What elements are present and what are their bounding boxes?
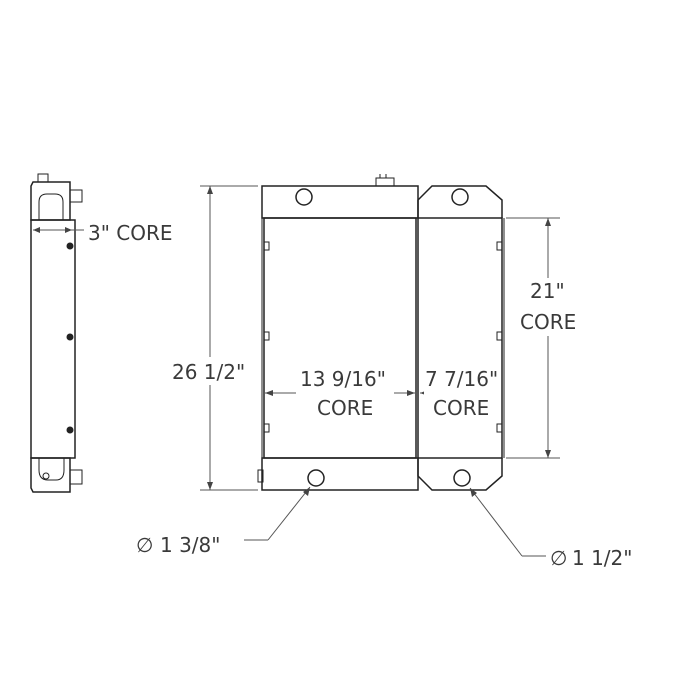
height-dimension: 26 1/2" — [168, 185, 258, 491]
side-top-nozzle — [69, 189, 83, 203]
cooler-height-word: CORE — [520, 310, 576, 334]
cooler-front-view: 7 7/16" CORE — [417, 185, 505, 491]
outlet-callout-left: ∅ 1 3/8" — [136, 486, 311, 557]
mount-tab — [263, 331, 270, 341]
side-top-cap — [37, 173, 49, 183]
label-mask — [296, 366, 394, 420]
side-view: 3" CORE — [30, 173, 173, 493]
arrowhead — [545, 450, 551, 458]
mount-tab — [496, 331, 503, 341]
arrowhead — [407, 390, 415, 396]
arrowhead — [33, 227, 40, 233]
arrowhead — [303, 487, 310, 496]
side-top-port — [38, 193, 64, 220]
arrowhead — [470, 488, 477, 497]
cooler-top-tank — [417, 185, 503, 218]
radiator-core-word: CORE — [317, 396, 373, 420]
cooler-height-label: 21" — [530, 279, 565, 303]
leader-line — [469, 487, 523, 557]
cooler-bottom-tank — [417, 458, 503, 491]
radiator-front-view: 13 9/16" CORE — [257, 174, 419, 491]
radiator-top-tank — [261, 185, 419, 219]
diameter-symbol: ∅ — [550, 546, 567, 570]
label-mask — [168, 357, 252, 385]
cooler-core-word: CORE — [433, 396, 489, 420]
leader-line — [267, 486, 311, 541]
label-mask — [516, 278, 580, 336]
cooler-outlet-port — [453, 469, 471, 487]
radiator-top-port — [295, 188, 313, 206]
mount-tab — [496, 423, 503, 433]
side-bolt — [66, 242, 74, 250]
arrowhead — [265, 390, 273, 396]
radiator-core-width-label: 13 9/16" — [300, 367, 386, 391]
cooler-top-port — [451, 188, 469, 206]
mount-tab — [496, 241, 503, 251]
height-label: 26 1/2" — [172, 360, 245, 384]
arrowhead — [207, 482, 213, 490]
side-bottom-nozzle — [69, 469, 83, 485]
arrowhead — [207, 186, 213, 194]
outlet-diameter-left-label: 1 3/8" — [160, 533, 220, 557]
cooler-height-dimension: 21" CORE — [506, 217, 580, 459]
cooler-core-width-label: 7 7/16" — [425, 367, 498, 391]
arrowhead — [545, 218, 551, 226]
arrowhead — [65, 227, 72, 233]
side-bolt — [66, 426, 74, 434]
radiator-fill-cap — [375, 177, 395, 187]
side-top-tank — [30, 181, 71, 221]
radiator-core — [263, 217, 417, 459]
outlet-diameter-right-label: 1 1/2" — [572, 546, 632, 570]
diameter-symbol: ∅ — [136, 533, 153, 557]
side-drain-plug — [42, 472, 50, 480]
label-mask — [424, 366, 500, 420]
mount-tab — [263, 241, 270, 251]
outlet-callout-right: ∅ 1 1/2" — [469, 487, 632, 570]
radiator-bottom-tank — [261, 457, 419, 491]
mount-tab — [263, 423, 270, 433]
bottom-tab — [257, 469, 264, 483]
side-bolt — [66, 333, 74, 341]
side-core-label: 3" CORE — [88, 221, 173, 245]
side-bottom-port — [38, 458, 65, 481]
radiator-outlet-port — [307, 469, 325, 487]
cooler-core — [417, 217, 503, 459]
